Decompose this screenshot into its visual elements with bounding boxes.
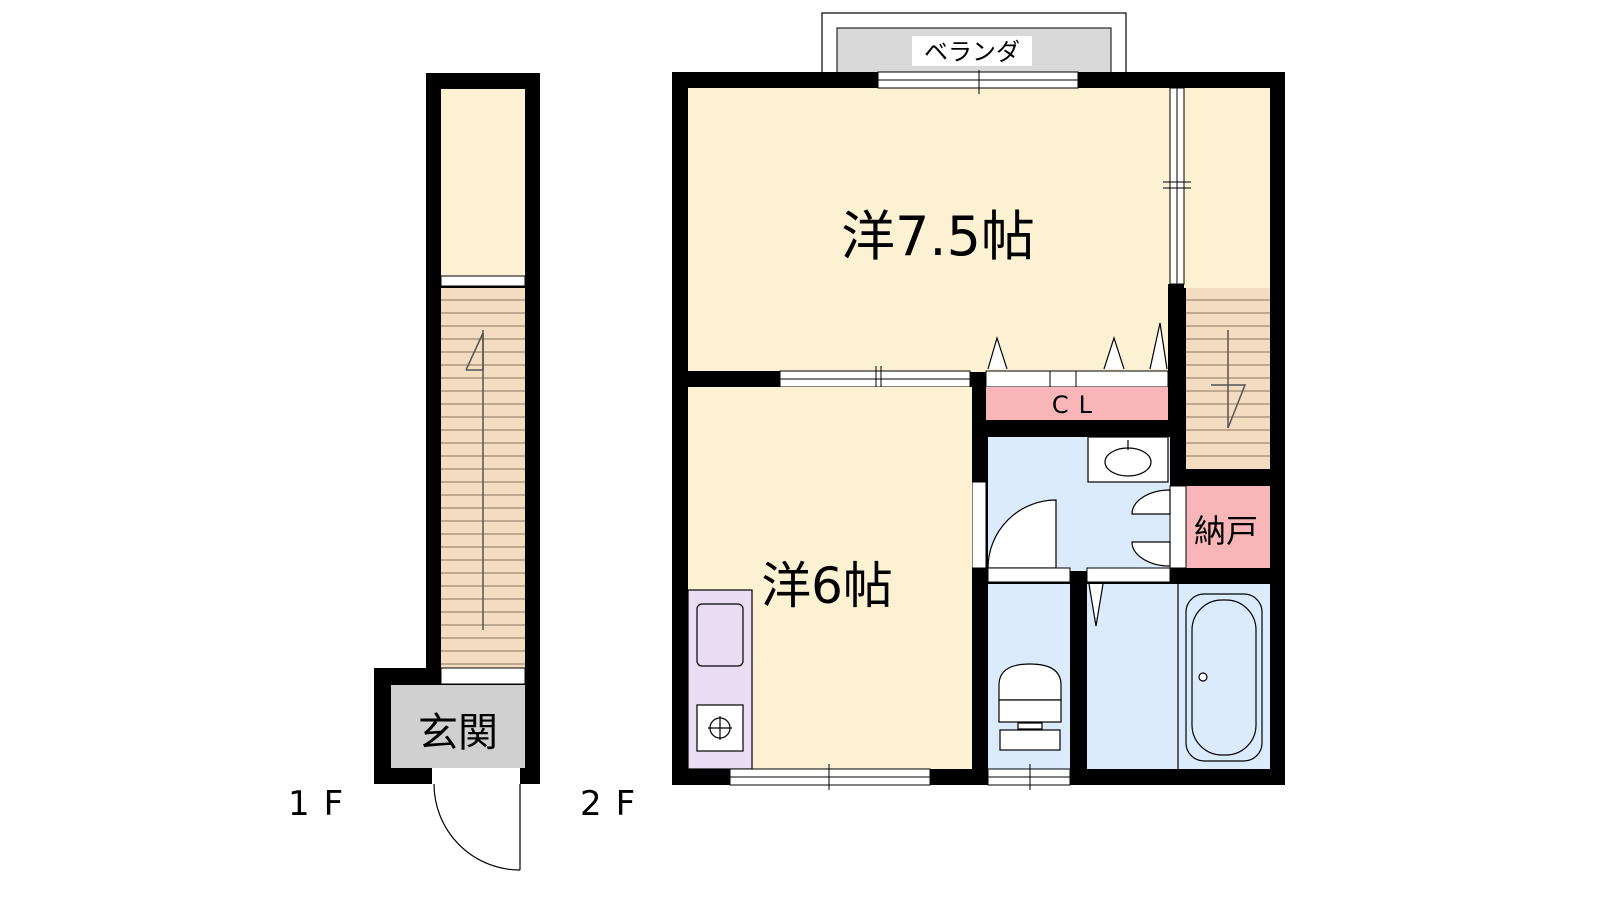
washroom-door-icon xyxy=(987,499,1057,569)
floor-label-2f: 2F xyxy=(580,784,649,824)
closet-door-icons xyxy=(987,322,1168,370)
closet xyxy=(986,387,1168,420)
1f-entrance xyxy=(391,685,525,768)
room-label-western-large: 洋7.5帖 xyxy=(841,205,1035,268)
floor-label-1f: 1F xyxy=(288,784,357,824)
room-label-closet: CL xyxy=(1052,391,1102,419)
stove-icon xyxy=(696,704,744,752)
wash-basin-icon xyxy=(1087,436,1169,483)
sink-icon xyxy=(696,603,744,667)
room-label-entrance: 玄関 xyxy=(418,710,498,756)
storage-room xyxy=(1186,486,1270,568)
first-floor: 玄関 xyxy=(374,73,540,871)
room-label-storage: 納戸 xyxy=(1194,512,1258,550)
1f-stair-arrow-icon xyxy=(465,330,484,630)
bathroom-door-icon xyxy=(1088,583,1104,627)
2f-upper-right-area xyxy=(1184,88,1270,288)
bathtub-icon xyxy=(1185,593,1263,762)
second-floor: ベランダ 洋7.5帖 CL xyxy=(672,12,1285,790)
storage-door-icon xyxy=(1131,489,1171,567)
room-western-large xyxy=(688,88,1168,372)
2f-stair-arrow-icon xyxy=(1211,330,1247,429)
toilet-icon xyxy=(998,663,1062,751)
room-label-veranda: ベランダ xyxy=(924,38,1020,66)
room-label-western-small: 洋6帖 xyxy=(761,557,893,615)
entrance-door-icon xyxy=(433,783,521,871)
1f-upper-room xyxy=(441,89,525,277)
